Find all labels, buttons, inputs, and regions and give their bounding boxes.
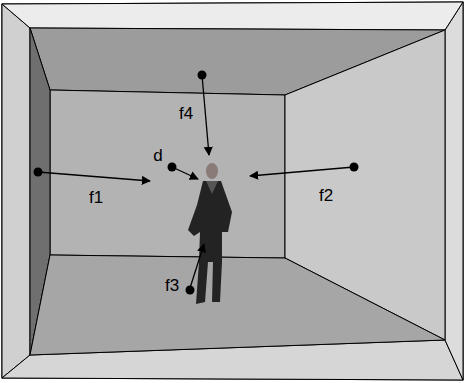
frame-top [2, 2, 463, 30]
wall-frame [2, 2, 463, 380]
callout-label: d [153, 147, 162, 164]
callout-label: f3 [165, 277, 179, 294]
sensor-arrows [38, 75, 354, 288]
callout-label: f2 [319, 187, 333, 204]
frame-right [445, 2, 463, 380]
callout-label: f1 [89, 189, 103, 206]
frame-left [2, 4, 30, 378]
back-wall [50, 90, 285, 258]
callout-label: f4 [179, 105, 193, 122]
person-figure [188, 163, 232, 304]
sensor-dots [34, 71, 359, 295]
floor [30, 255, 445, 355]
